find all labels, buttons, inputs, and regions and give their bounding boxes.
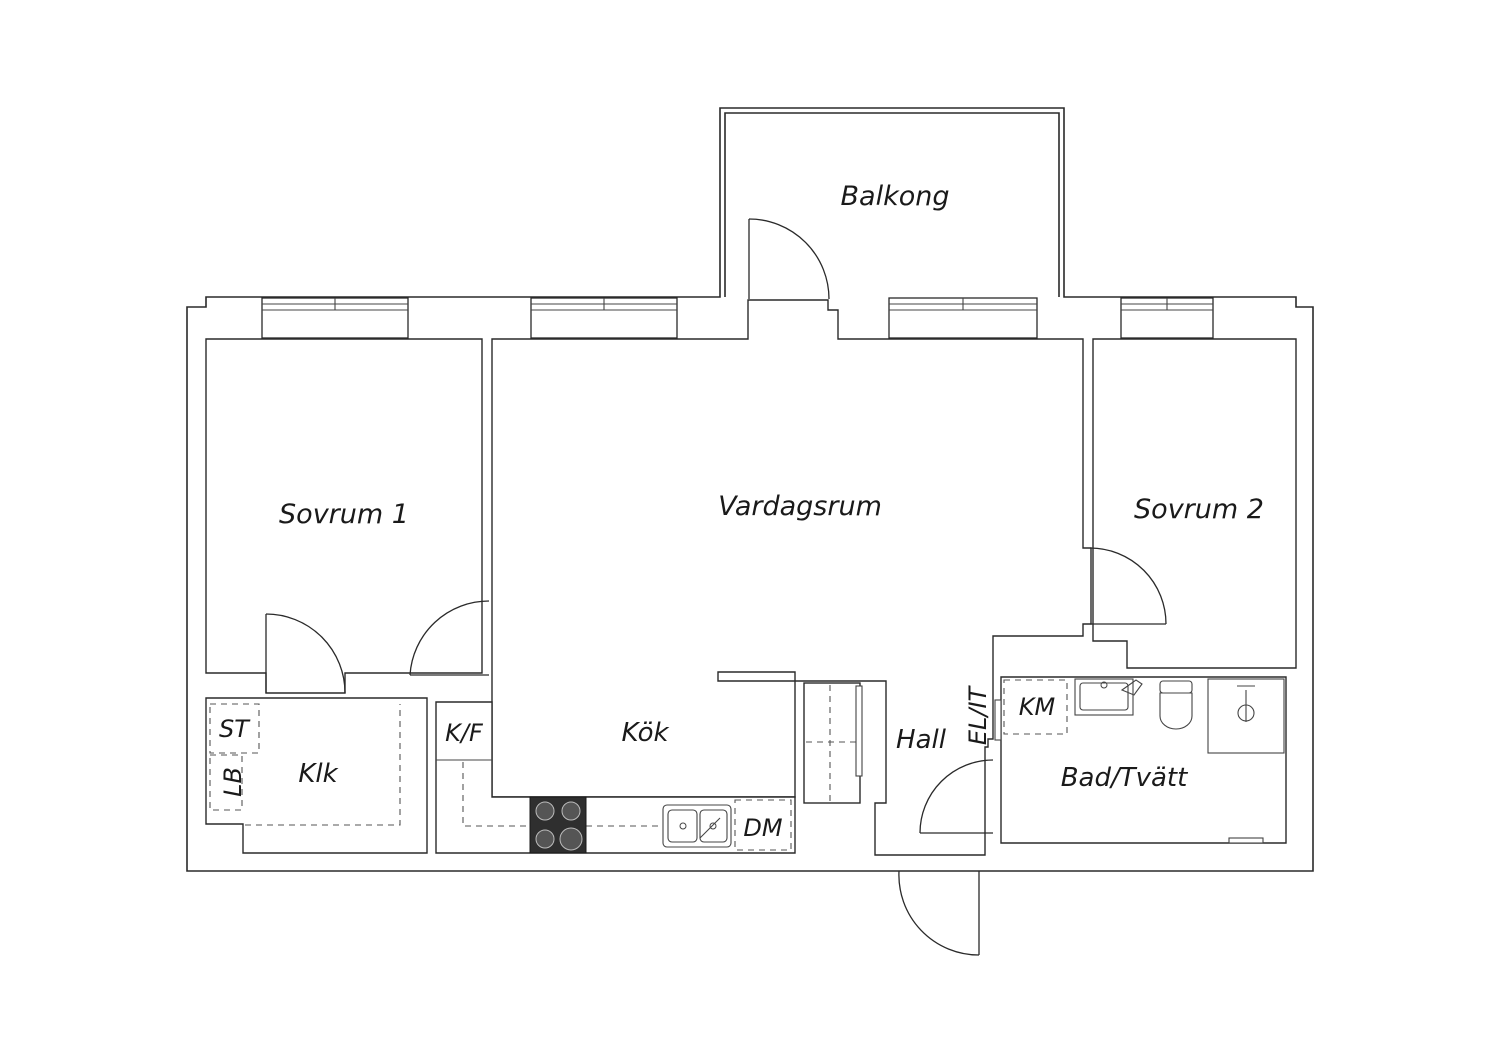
fixture-label-elit: EL/IT xyxy=(964,684,992,745)
closet-fixtures xyxy=(209,703,401,826)
room-label-bedroom2: Sovrum 2 xyxy=(1134,494,1264,525)
fixture-label-st: ST xyxy=(219,715,251,743)
door-entrance xyxy=(898,870,980,956)
windows xyxy=(261,297,1214,339)
door-bedroom2 xyxy=(1089,547,1167,625)
electrical-panel xyxy=(994,699,1002,741)
kitchen-fixtures xyxy=(436,759,792,854)
door-bedroom1 xyxy=(265,613,346,694)
wardrobe xyxy=(806,685,863,801)
door-living-bedroom1 xyxy=(409,600,490,676)
toilet xyxy=(1159,680,1193,730)
room-label-closet: Klk xyxy=(298,759,338,789)
room-labels: Balkong Sovrum 1 Vardagsrum Sovrum 2 Kök… xyxy=(279,181,1264,793)
fixture-label-dm: DM xyxy=(743,814,782,842)
sink xyxy=(662,804,732,848)
room-label-kitchen: Kök xyxy=(621,718,669,748)
fixture-label-kf: K/F xyxy=(445,719,484,747)
room-label-bedroom1: Sovrum 1 xyxy=(279,499,409,530)
room-label-balcony: Balkong xyxy=(841,181,950,212)
room-label-living: Vardagsrum xyxy=(718,491,882,522)
interior-walls xyxy=(205,299,1297,856)
door-balcony xyxy=(748,218,830,300)
shower xyxy=(1207,678,1285,754)
fixture-label-lb: LB xyxy=(219,767,247,797)
fixture-label-km: KM xyxy=(1019,693,1056,721)
room-label-bath: Bad/Tvätt xyxy=(1061,763,1188,793)
bathroom-fixtures xyxy=(1003,678,1285,844)
room-label-hall: Hall xyxy=(896,725,947,755)
doors xyxy=(265,218,1167,956)
door-bathroom xyxy=(919,759,994,834)
floor-drain xyxy=(1228,837,1264,844)
window-living-left xyxy=(530,297,678,339)
fixture-labels: ST LB K/F DM KM EL/IT xyxy=(219,684,1056,842)
outer-wall xyxy=(186,107,1314,872)
